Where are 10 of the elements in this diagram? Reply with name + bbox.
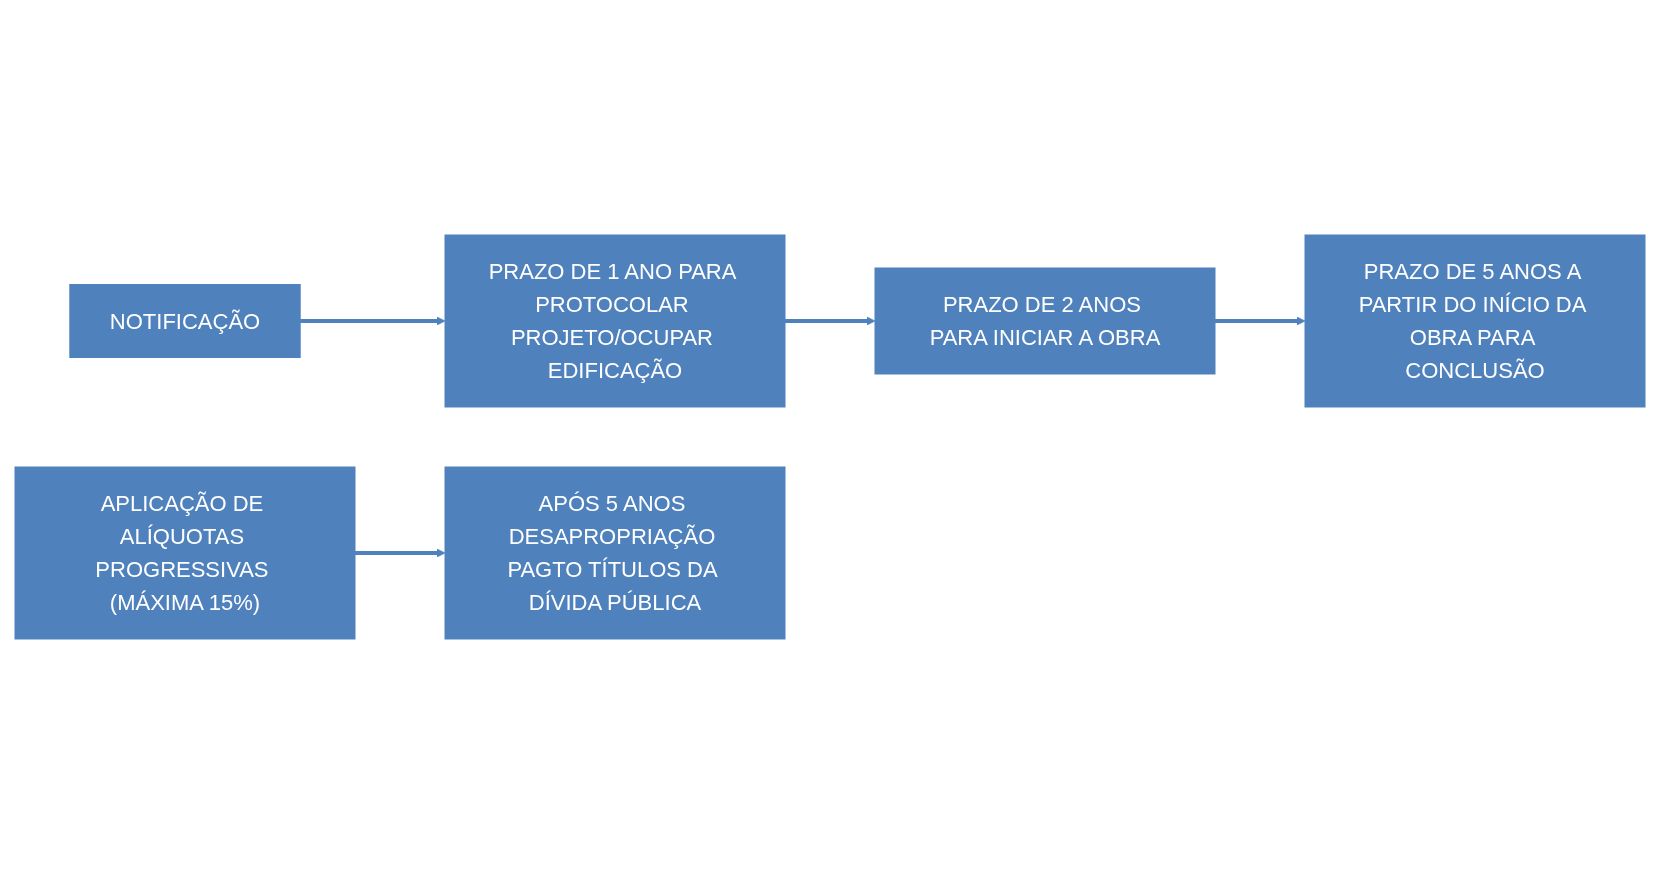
node-box: NOTIFICAÇÃO [68,283,301,358]
arrow [784,316,875,325]
arrow [299,316,445,325]
node-box: PRAZO DE 2 ANOS PARA INICIAR A OBRA [874,267,1215,374]
node-box: APLICAÇÃO DE ALÍQUOTAS PROGRESSIVAS (MÁXIMA 15%) [14,466,355,639]
arrow [1214,316,1305,325]
node-box: PRAZO DE 5 ANOS A PARTIR DO INÍCIO DA OBRA PARA CONCLUSÃO [1304,234,1645,407]
node-box: APÓS 5 ANOS DESAPROPRIAÇÃO PAGTO TÍTULOS DA DÍVIDA PÚBLICA [444,466,785,639]
node-box: PRAZO DE 1 ANO PARA PROTOCOLAR PROJETO/OCUPAR EDIFICAÇÃO [444,234,785,407]
arrow [354,548,445,557]
